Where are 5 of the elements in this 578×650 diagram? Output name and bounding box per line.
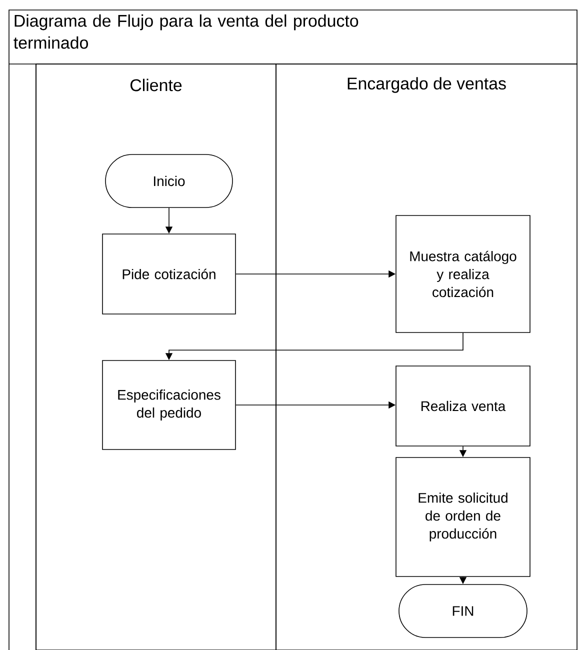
process-box: Emite solicitud de orden de producción (396, 457, 530, 577)
process-box: Especificaciones del pedido (102, 360, 236, 450)
process-box: Realiza venta (396, 366, 530, 446)
process-box: Muestra catálogo y realiza cotización (396, 215, 530, 333)
process-box: Pide cotización (102, 234, 236, 314)
